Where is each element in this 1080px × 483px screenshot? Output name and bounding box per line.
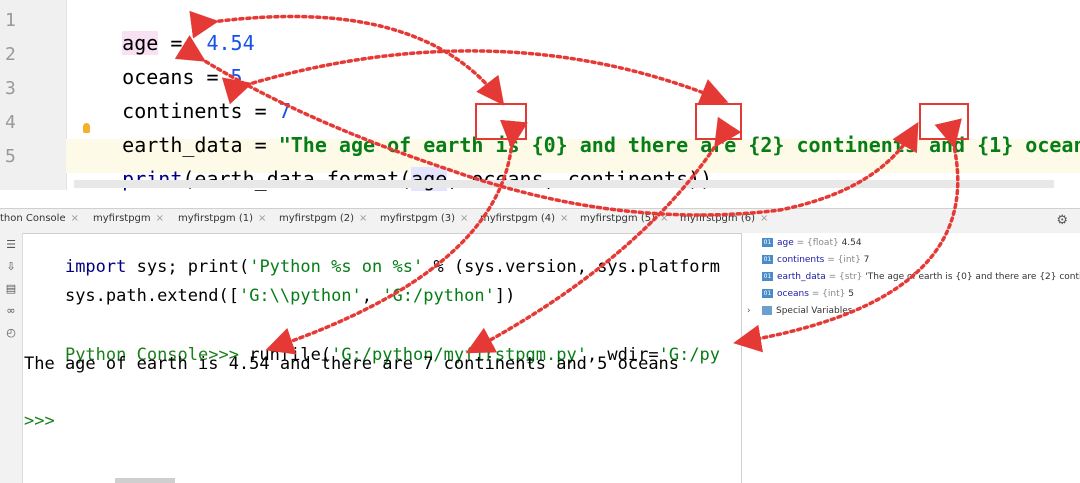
variable-name: age [777, 238, 794, 248]
variable-icon: 01 [762, 272, 773, 281]
close-icon[interactable]: × [559, 213, 569, 224]
close-icon[interactable]: × [155, 213, 165, 224]
placeholder-2: {2} [748, 133, 785, 157]
tab-label: myfirstpgm (1) [178, 213, 253, 224]
tab-myfirstpgm-4[interactable]: myfirstpgm (4) × [480, 213, 568, 224]
string-part: oceans." [1025, 133, 1080, 157]
variable-type: = {int} [824, 255, 864, 265]
variable-name: continents [777, 255, 825, 265]
tab-label: myfirstpgm (3) [380, 213, 455, 224]
variable-icon: 01 [762, 238, 773, 247]
keyword: import [64, 257, 127, 277]
code-editor[interactable]: 1 2 3 4 5 age = 4.54 oceans = 5 continen… [0, 0, 1080, 208]
expand-arrow-icon[interactable]: › [747, 306, 751, 316]
tab-label: myfirstpgm (2) [279, 213, 354, 224]
console-input-prompt[interactable]: >>> [24, 411, 55, 431]
special-variables-icon [762, 306, 772, 315]
close-icon[interactable]: × [659, 213, 669, 224]
tab-myfirstpgm[interactable]: myfirstpgm × [93, 213, 164, 224]
lightbulb-icon[interactable] [83, 123, 90, 133]
tab-myfirstpgm-3[interactable]: myfirstpgm (3) × [380, 213, 468, 224]
special-variables-row[interactable]: Special Variables [762, 306, 852, 316]
variable-value: 'The age of earth is {0} and there are {… [865, 272, 1080, 282]
code-line-5[interactable]: print(earth_data.format(age, oceans, con… [74, 143, 712, 215]
rerun-icon[interactable]: ☰ [6, 238, 16, 251]
tab-myfirstpgm-5[interactable]: myfirstpgm (5) × [580, 213, 668, 224]
print-icon[interactable]: ▤ [5, 282, 17, 295]
close-icon[interactable]: × [257, 213, 267, 224]
line-number-gutter: 1 2 3 4 5 [0, 0, 67, 190]
variable-value: 5 [848, 289, 854, 299]
close-icon[interactable]: × [759, 213, 769, 224]
variable-icon: 01 [762, 255, 773, 264]
close-icon[interactable]: × [70, 213, 79, 224]
tab-python-console[interactable]: thon Console × [0, 213, 79, 224]
scroll-to-end-icon[interactable]: ⇩ [6, 260, 16, 273]
line-number: 5 [5, 146, 16, 167]
variable-type: = {float} [793, 238, 842, 248]
variable-name: age [122, 31, 159, 55]
variable-row-continents[interactable]: 01 continents = {int} 7 [762, 255, 869, 265]
tab-label: thon Console [0, 213, 66, 224]
console-toolbar: ☰ ⇩ ▤ ∞ ◴ [0, 233, 23, 483]
code-text: sys; print( [126, 257, 250, 277]
console-tab-bar: thon Console × myfirstpgm × myfirstpgm (1)… [0, 208, 1080, 234]
tab-myfirstpgm-2[interactable]: myfirstpgm (2) × [279, 213, 367, 224]
variable-name: oceans [777, 289, 809, 299]
annotation-box-2 [695, 103, 742, 140]
variable-type: = {str} [825, 272, 866, 282]
line-number: 3 [5, 78, 16, 99]
tab-myfirstpgm-6[interactable]: myfirstpgm (6) × [680, 213, 768, 224]
code-text: , [361, 286, 383, 306]
string-literal: 'G:\\python' [238, 286, 362, 306]
gear-icon[interactable]: ⚙ [1056, 213, 1068, 228]
console-output-line: The age of earth is 4.54 and there are 7… [24, 354, 680, 374]
variable-name: earth_data [777, 272, 826, 282]
variable-row-earth-data[interactable]: 01 earth_data = {str} 'The age of earth i… [762, 272, 1080, 282]
close-icon[interactable]: × [459, 213, 469, 224]
line-number: 4 [5, 112, 16, 133]
infinity-icon[interactable]: ∞ [6, 304, 16, 317]
variables-panel: 01 age = {float} 4.54 01 continents = {int… [741, 233, 1080, 483]
python-console-output[interactable]: import sys; print('Python %s on %s' % (s… [23, 233, 740, 483]
variable-type: = {int} [808, 289, 849, 299]
code-text: ]) [494, 286, 516, 306]
string-literal: 'G:/python' [382, 286, 495, 306]
variable-row-age[interactable]: 01 age = {float} 4.54 [762, 238, 862, 248]
tab-label: myfirstpgm (5) [580, 213, 655, 224]
variable-value: 4.54 [841, 238, 862, 248]
code-text: sys.path.extend([ [64, 286, 239, 306]
line-number: 2 [5, 44, 16, 65]
variable-value: 7 [863, 255, 870, 265]
history-icon[interactable]: ◴ [6, 326, 16, 339]
tab-label: myfirstpgm (4) [480, 213, 555, 224]
annotation-box-1 [919, 103, 969, 140]
tab-label: myfirstpgm (6) [680, 213, 755, 224]
editor-horizontal-scrollbar[interactable] [74, 180, 1054, 188]
console-prompt: Python Console>>> [64, 345, 239, 365]
annotation-box-0 [475, 103, 527, 140]
special-variables-label: Special Variables [776, 306, 853, 316]
line-number: 1 [5, 10, 16, 31]
placeholder-1: {1} [977, 133, 1014, 157]
tab-label: myfirstpgm [93, 213, 151, 224]
console-horizontal-scrollbar[interactable] [115, 478, 175, 483]
variable-row-oceans[interactable]: 01 oceans = {int} 5 [762, 289, 854, 299]
variable-icon: 01 [762, 289, 773, 298]
tab-myfirstpgm-1[interactable]: myfirstpgm (1) × [178, 213, 266, 224]
close-icon[interactable]: × [358, 213, 368, 224]
console-line-2: sys.path.extend(['G:\\python', 'G:/pytho… [24, 266, 515, 326]
